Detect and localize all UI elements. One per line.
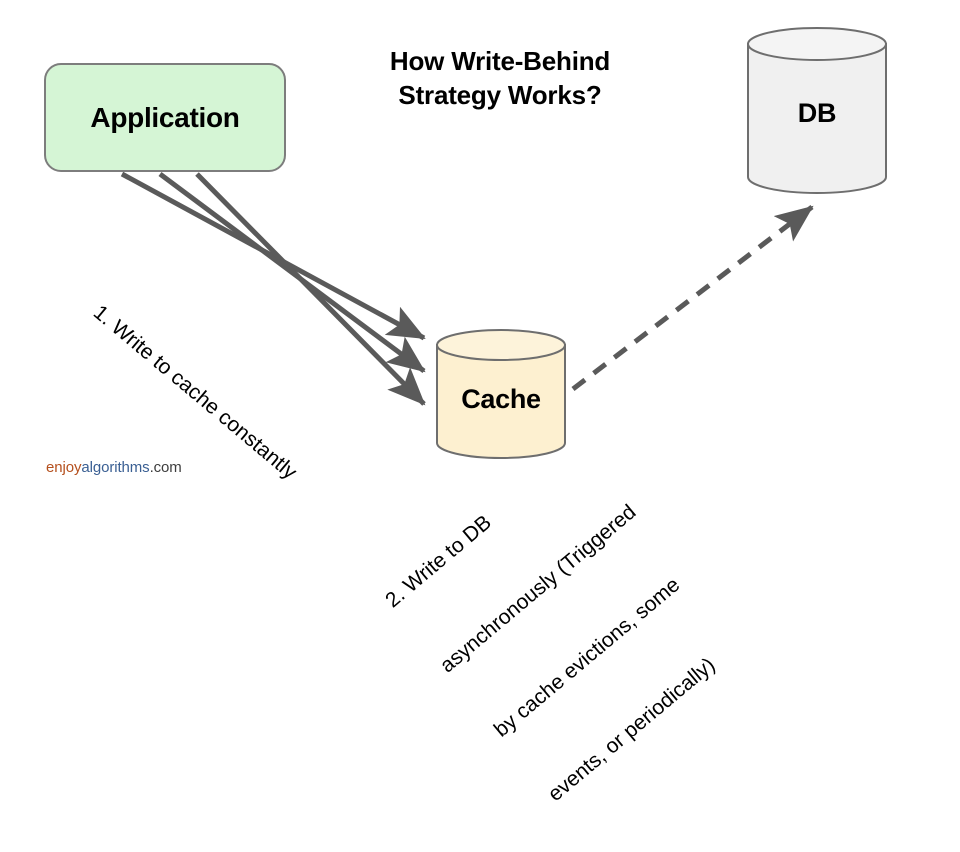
db-cylinder-shape bbox=[747, 27, 887, 194]
diagram-title-line-1: How Write-Behind bbox=[389, 46, 611, 76]
watermark-part-enjoy: enjoy bbox=[46, 459, 82, 476]
cache-node-label: Cache bbox=[461, 384, 541, 414]
db-node-label: DB bbox=[797, 98, 837, 128]
diagram-title-line-2: Strategy Works? bbox=[398, 80, 602, 111]
cache-cylinder-shape bbox=[436, 329, 566, 459]
watermark-part-domain: .com bbox=[149, 459, 182, 476]
diagram-title: How Write-Behind Strategy Works? bbox=[330, 44, 670, 113]
cache-to-db-arrow bbox=[571, 205, 814, 391]
application-node-label: Application bbox=[90, 101, 240, 133]
diagram-canvas: How Write-Behind Strategy Works? Applica… bbox=[44, 27, 887, 807]
app-to-cache-arrow-3 bbox=[195, 172, 426, 406]
app-to-cache-arrows bbox=[120, 171, 426, 406]
site-watermark: enjoyalgorithms.com bbox=[46, 459, 182, 476]
diagram-vector-layer bbox=[120, 27, 887, 459]
watermark-part-algorithms: algorithms bbox=[81, 459, 150, 476]
application-node[interactable]: Application bbox=[44, 63, 286, 172]
